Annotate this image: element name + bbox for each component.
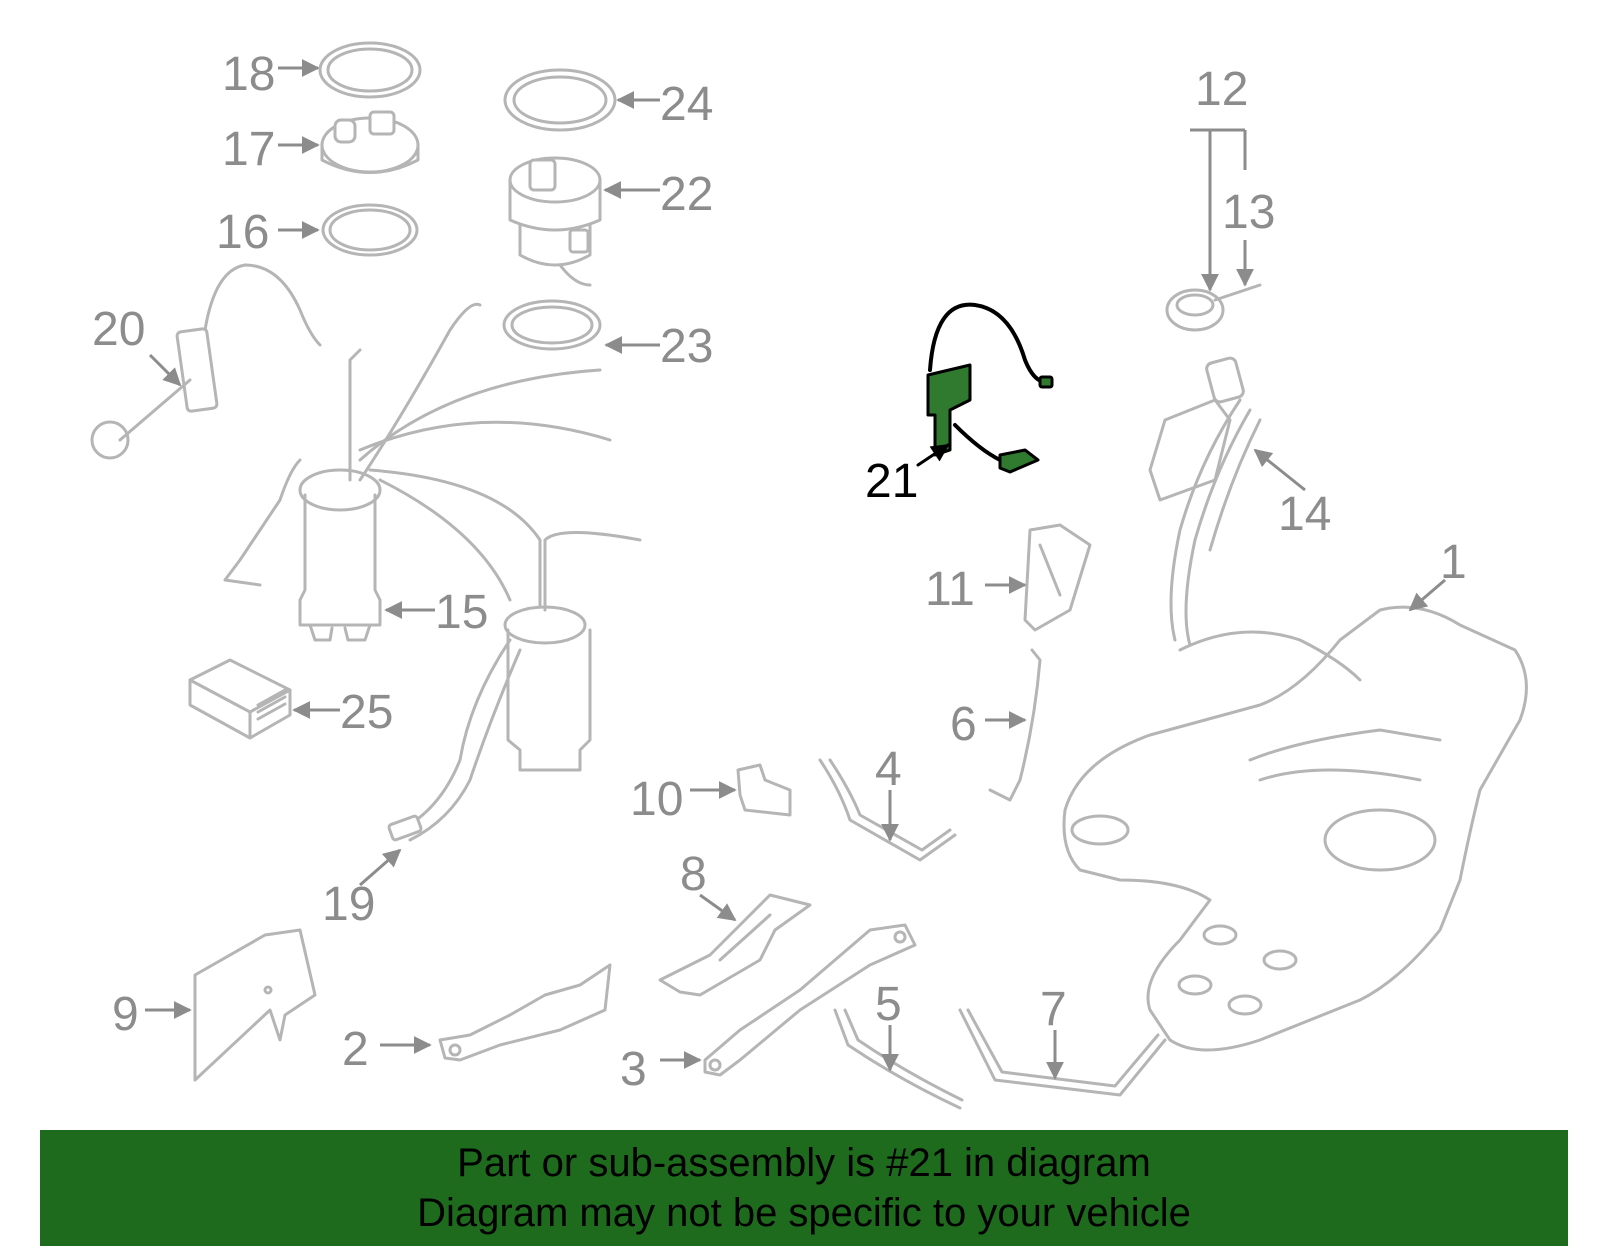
callout-19: 19 xyxy=(322,878,375,931)
callout-4: 4 xyxy=(875,743,902,796)
part-18-lock-ring xyxy=(318,41,422,99)
part-6-strap xyxy=(988,648,1042,802)
part-14-filler-neck xyxy=(1148,356,1262,647)
part-20-level-sender xyxy=(90,263,322,460)
callout-16: 16 xyxy=(216,206,269,259)
callout-22: 22 xyxy=(660,168,713,221)
part-4-strap xyxy=(818,758,957,862)
callout-13: 13 xyxy=(1222,186,1275,239)
part-17-flange xyxy=(320,110,420,174)
callout-24: 24 xyxy=(660,78,713,131)
callout-labels: 18 17 16 24 22 23 20 15 25 19 21 12 13 1… xyxy=(92,48,1467,1096)
callout-14: 14 xyxy=(1278,488,1331,541)
part-19-connector xyxy=(387,814,423,842)
callout-20: 20 xyxy=(92,303,145,356)
callout-17: 17 xyxy=(222,123,275,176)
callout-5: 5 xyxy=(875,978,902,1031)
part-12-13-filler-cap xyxy=(1165,283,1262,332)
part-16-seal xyxy=(321,203,419,257)
part-3-crossmember xyxy=(703,923,917,1077)
part-21-level-sender-highlighted xyxy=(926,302,1054,474)
part-25-control-module xyxy=(188,658,292,740)
callout-2: 2 xyxy=(342,1023,369,1076)
part-15-pump-assembly xyxy=(223,302,612,642)
callout-25: 25 xyxy=(340,686,393,739)
part-secondary-pump xyxy=(398,531,642,842)
part-10-bracket xyxy=(736,763,792,817)
callout-6: 6 xyxy=(950,698,977,751)
callout-7: 7 xyxy=(1040,983,1067,1036)
callout-23: 23 xyxy=(660,320,713,373)
callout-8: 8 xyxy=(680,848,707,901)
part-11-bracket xyxy=(1023,523,1092,632)
callout-3: 3 xyxy=(620,1043,647,1096)
banner-line-1: Part or sub-assembly is #21 in diagram xyxy=(457,1141,1151,1185)
part-23-seal xyxy=(502,299,602,351)
callout-21: 21 xyxy=(865,455,918,508)
leader-lines xyxy=(145,59,1446,1080)
callout-9: 9 xyxy=(112,988,139,1041)
callout-12: 12 xyxy=(1195,63,1248,116)
part-9-shield-panel xyxy=(193,928,317,1082)
callout-10: 10 xyxy=(630,773,683,826)
info-banner: Part or sub-assembly is #21 in diagram D… xyxy=(40,1130,1568,1246)
callout-15: 15 xyxy=(435,586,488,639)
callout-18: 18 xyxy=(222,48,275,101)
part-22-pump-module xyxy=(508,156,602,287)
banner-line-2: Diagram may not be specific to your vehi… xyxy=(417,1191,1191,1235)
part-8-heat-shield xyxy=(658,893,812,997)
part-1-fuel-tank xyxy=(1062,605,1528,1052)
callout-11: 11 xyxy=(925,563,975,616)
part-24-lock-ring xyxy=(503,68,617,132)
part-5-strap xyxy=(833,1008,964,1110)
part-2-bracket xyxy=(438,963,612,1062)
callout-1: 1 xyxy=(1440,536,1467,589)
